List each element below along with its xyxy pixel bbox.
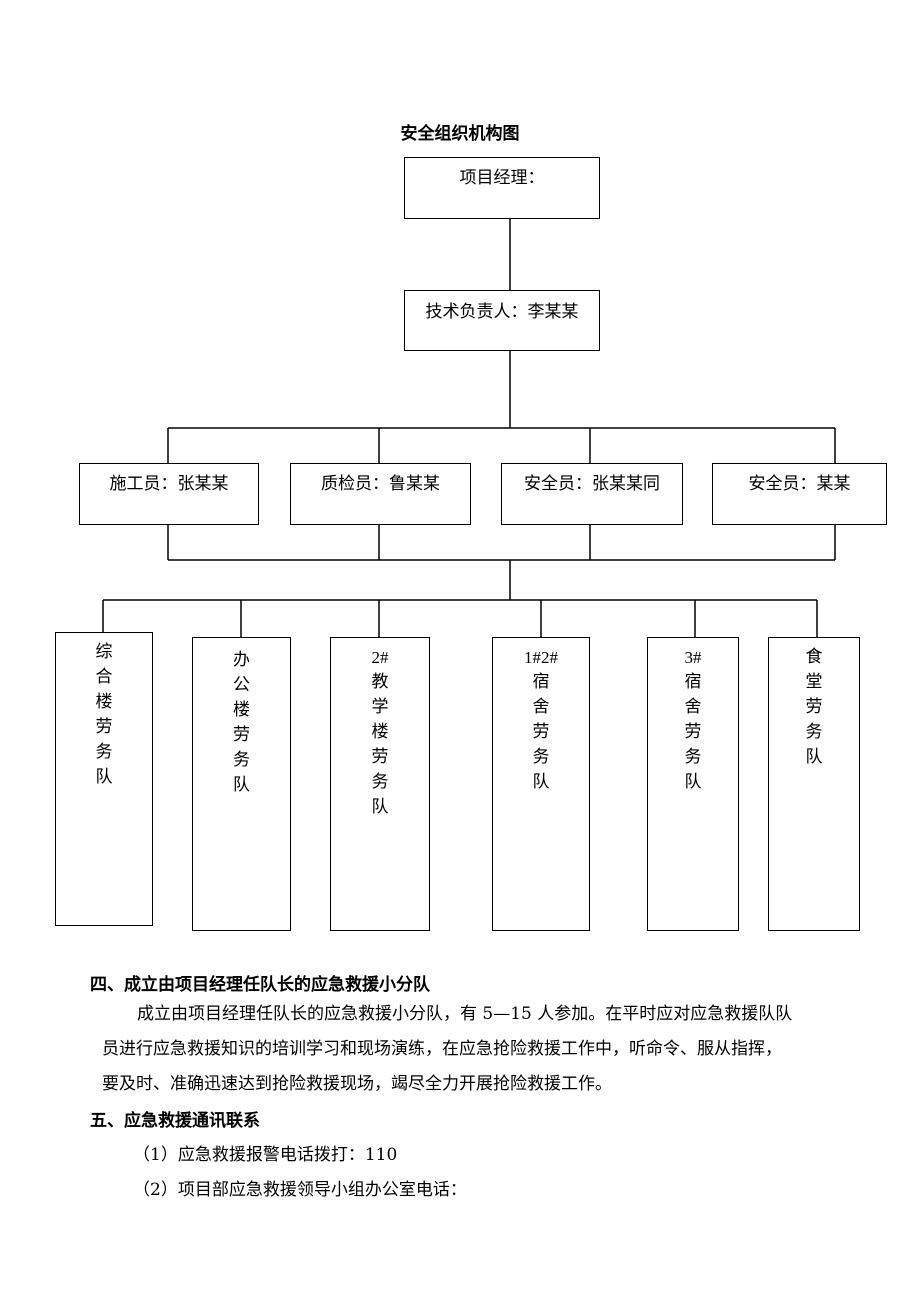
team-char: 劳: [95, 717, 113, 737]
level2-label: 质检员：鲁某某: [321, 474, 440, 494]
team-char: 队: [805, 747, 823, 767]
tech-lead-label: 技术负责人：李某某: [425, 302, 579, 322]
team-char: 公: [233, 675, 250, 695]
team-char: 舍: [532, 697, 550, 717]
section-4-line: 要及时、准确迅速达到抢险救援现场，竭尽全力开展抢险救援工作。: [102, 1074, 612, 1094]
team-char: 队: [371, 797, 389, 817]
team-box: 3# 宿 舍 劳 务 队: [647, 637, 739, 931]
level2-box: 质检员：鲁某某: [290, 463, 471, 525]
level2-box: 安全员：某某: [712, 463, 887, 525]
team-char: 楼: [95, 692, 113, 712]
team-box: 1#2# 宿 舍 劳 务 队: [492, 637, 590, 931]
level2-label: 安全员：某某: [748, 474, 851, 494]
team-char: 队: [95, 767, 113, 787]
team-box: 办 公 楼 劳 务 队: [192, 637, 291, 931]
team-number: 2#: [371, 648, 389, 667]
team-char: 宿: [684, 672, 702, 692]
team-char: 舍: [684, 697, 702, 717]
team-box: 综 合 楼 劳 务 队: [55, 632, 153, 926]
team-char: 务: [805, 722, 823, 742]
section-4-heading: 四、成立由项目经理任队长的应急救援小分队: [90, 975, 430, 995]
section-5-heading: 五、应急救援通讯联系: [90, 1111, 260, 1131]
team-char: 务: [371, 772, 389, 792]
contact-item: （1）应急救援报警电话拨打：110: [133, 1145, 398, 1165]
team-char: 综: [95, 642, 113, 662]
team-char: 队: [233, 775, 250, 795]
team-char: 楼: [233, 700, 250, 720]
team-char: 务: [532, 747, 550, 767]
section-4-line: 成立由项目经理任队长的应急救援小分队，有 5—15 人参加。在平时应对应急救援队…: [137, 1004, 793, 1024]
team-char: 劳: [532, 722, 550, 742]
tech-lead-box: 技术负责人：李某某: [404, 290, 600, 351]
chart-title: 安全组织机构图: [400, 124, 520, 144]
contact-item: （2）项目部应急救援领导小组办公室电话：: [133, 1180, 467, 1200]
team-char: 教: [371, 672, 389, 692]
level2-label: 施工员：张某某: [109, 474, 229, 494]
team-char: 劳: [371, 747, 389, 767]
manager-box: 项目经理：: [404, 157, 600, 219]
team-char: 队: [684, 772, 702, 792]
level2-box: 安全员：张某某同: [501, 463, 683, 525]
team-char: 合: [95, 667, 113, 687]
team-char: 堂: [805, 672, 823, 692]
team-number: 1#2#: [524, 648, 558, 667]
section-4-body: 成立由项目经理任队长的应急救援小分队，有 5—15 人参加。在平时应对应急救援队…: [90, 997, 838, 1102]
team-char: 务: [684, 747, 702, 767]
team-box: 2# 教 学 楼 劳 务 队: [330, 637, 430, 931]
team-char: 办: [233, 650, 250, 670]
team-char: 食: [805, 647, 823, 667]
team-box: 食 堂 劳 务 队: [768, 637, 860, 931]
team-char: 学: [371, 697, 389, 717]
team-char: 劳: [684, 722, 702, 742]
team-char: 务: [233, 750, 250, 770]
manager-label: 项目经理：: [459, 168, 545, 188]
section-4-line: 员进行应急救援知识的培训学习和现场演练，在应急抢险救援工作中，听命令、服从指挥，: [102, 1039, 782, 1059]
team-char: 务: [95, 742, 113, 762]
level2-label: 安全员：张某某同: [524, 474, 660, 494]
team-char: 劳: [805, 697, 823, 717]
team-char: 宿: [532, 672, 550, 692]
team-char: 劳: [233, 725, 250, 745]
team-char: 楼: [371, 722, 389, 742]
level2-box: 施工员：张某某: [79, 463, 259, 525]
team-number: 3#: [684, 648, 702, 667]
team-char: 队: [532, 772, 550, 792]
